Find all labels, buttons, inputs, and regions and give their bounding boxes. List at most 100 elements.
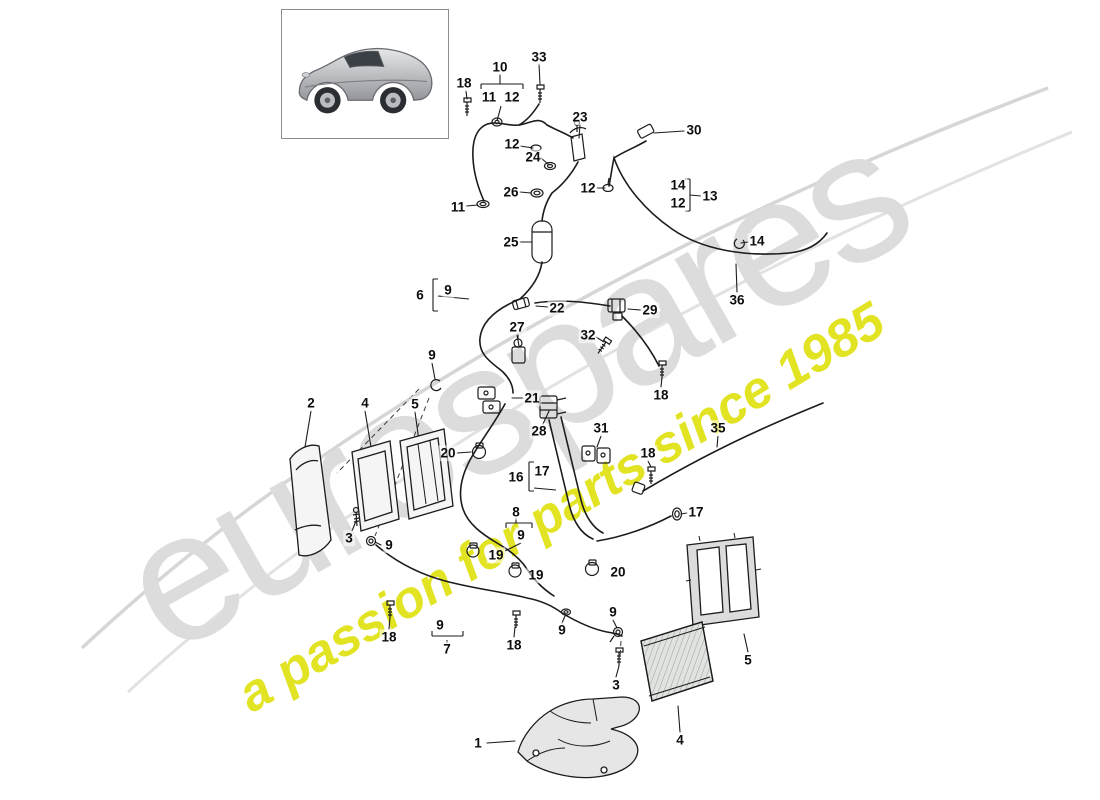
part-10-union [491,117,503,127]
car-body [298,47,433,102]
part-9-washer [560,608,572,616]
callout-19[interactable]: 19 [526,567,546,583]
callout-36[interactable]: 36 [727,292,747,308]
part-28-expansion-valve [539,395,567,419]
callout-8[interactable]: 8 [510,504,522,520]
part-24-nut [543,161,557,171]
dashed-reference-lines [336,388,622,658]
part-27-sensor [511,334,526,364]
callout-9[interactable]: 9 [434,617,446,633]
part-19-clamp-a [466,542,480,558]
callout-22[interactable]: 22 [547,300,567,316]
callout-26[interactable]: 26 [501,184,521,200]
part-19-clamp-b [508,562,522,578]
part-2-panel [289,444,332,557]
callout-20[interactable]: 20 [608,564,628,580]
vehicle-thumbnail [281,9,449,139]
callout-18[interactable]: 18 [504,637,524,653]
callout-12[interactable]: 12 [502,136,522,152]
callout-28[interactable]: 28 [529,423,549,439]
callout-24[interactable]: 24 [523,149,543,165]
callout-9[interactable]: 9 [515,527,527,543]
part-17-ring-b [671,507,683,521]
callout-14[interactable]: 14 [668,177,688,193]
callout-23[interactable]: 23 [570,109,590,125]
part-30-sensor [637,123,655,139]
part-18-bolt-b [658,360,667,378]
part-9-grommet [365,535,377,547]
callout-3[interactable]: 3 [610,677,622,693]
part-25-receiver-drier [531,220,553,264]
swoosh-curve [126,130,1073,694]
part-14-clip [733,238,745,249]
callout-10[interactable]: 10 [490,59,510,75]
callout-17[interactable]: 17 [686,504,706,520]
part-3-bolt-b [615,647,624,666]
callout-16[interactable]: 16 [506,469,526,485]
callout-1[interactable]: 1 [472,735,484,751]
callout-5[interactable]: 5 [409,396,421,412]
callout-12[interactable]: 12 [502,89,522,105]
part-31-blocks [581,445,611,464]
part-9-clip [430,379,442,392]
callout-18[interactable]: 18 [454,75,474,91]
part-35-pipe-fitting [631,481,646,495]
refrigerant-pipes [375,103,828,637]
callout-5[interactable]: 5 [742,652,754,668]
part-33-bolt [536,84,545,103]
callout-9[interactable]: 9 [442,282,454,298]
car-illustration [298,47,433,114]
part-20-clamp-b [584,559,600,577]
callout-6[interactable]: 6 [414,287,426,303]
callout-18[interactable]: 18 [638,445,658,461]
part-32-bolt [597,336,613,354]
callout-7[interactable]: 7 [441,641,453,657]
callout-12[interactable]: 12 [668,195,688,211]
callout-35[interactable]: 35 [708,420,728,436]
callout-9[interactable]: 9 [383,537,395,553]
callout-33[interactable]: 33 [529,49,549,65]
callout-9[interactable]: 9 [426,347,438,363]
callout-17[interactable]: 17 [532,463,552,479]
callout-11[interactable]: 11 [479,89,499,105]
callout-3[interactable]: 3 [343,530,355,546]
part-22-fitting [511,296,530,311]
part-9-fitting [609,626,624,643]
part-21-connector-blocks [477,386,501,414]
callout-9[interactable]: 9 [556,622,568,638]
hardware-parts [352,84,745,666]
callout-4[interactable]: 4 [359,395,371,411]
callout-18[interactable]: 18 [379,629,399,645]
callout-9[interactable]: 9 [607,604,619,620]
callout-13[interactable]: 13 [700,188,720,204]
leader-lines [304,63,749,744]
callout-19[interactable]: 19 [486,547,506,563]
callout-29[interactable]: 29 [640,302,660,318]
callout-21[interactable]: 21 [522,390,542,406]
callout-12[interactable]: 12 [578,180,598,196]
callout-32[interactable]: 32 [578,327,598,343]
swoosh-curve [80,86,1049,650]
callout-2[interactable]: 2 [305,395,317,411]
callout-20[interactable]: 20 [438,445,458,461]
part-18-bolt-c [647,466,656,484]
car-headlight [301,72,311,78]
part-5-condenser-frame [685,532,762,627]
part-4-panel [351,440,400,532]
callout-27[interactable]: 27 [507,319,527,335]
callout-14[interactable]: 14 [747,233,767,249]
callout-25[interactable]: 25 [501,234,521,250]
callout-18[interactable]: 18 [651,387,671,403]
part-11-washer-b [476,199,490,209]
callout-30[interactable]: 30 [684,122,704,138]
callout-11[interactable]: 11 [448,199,468,215]
part-1-bracket [517,696,640,779]
callout-4[interactable]: 4 [674,732,686,748]
callout-31[interactable]: 31 [591,420,611,436]
part-20-clamp-a [471,442,487,460]
part-18-bolt-d [386,600,395,618]
